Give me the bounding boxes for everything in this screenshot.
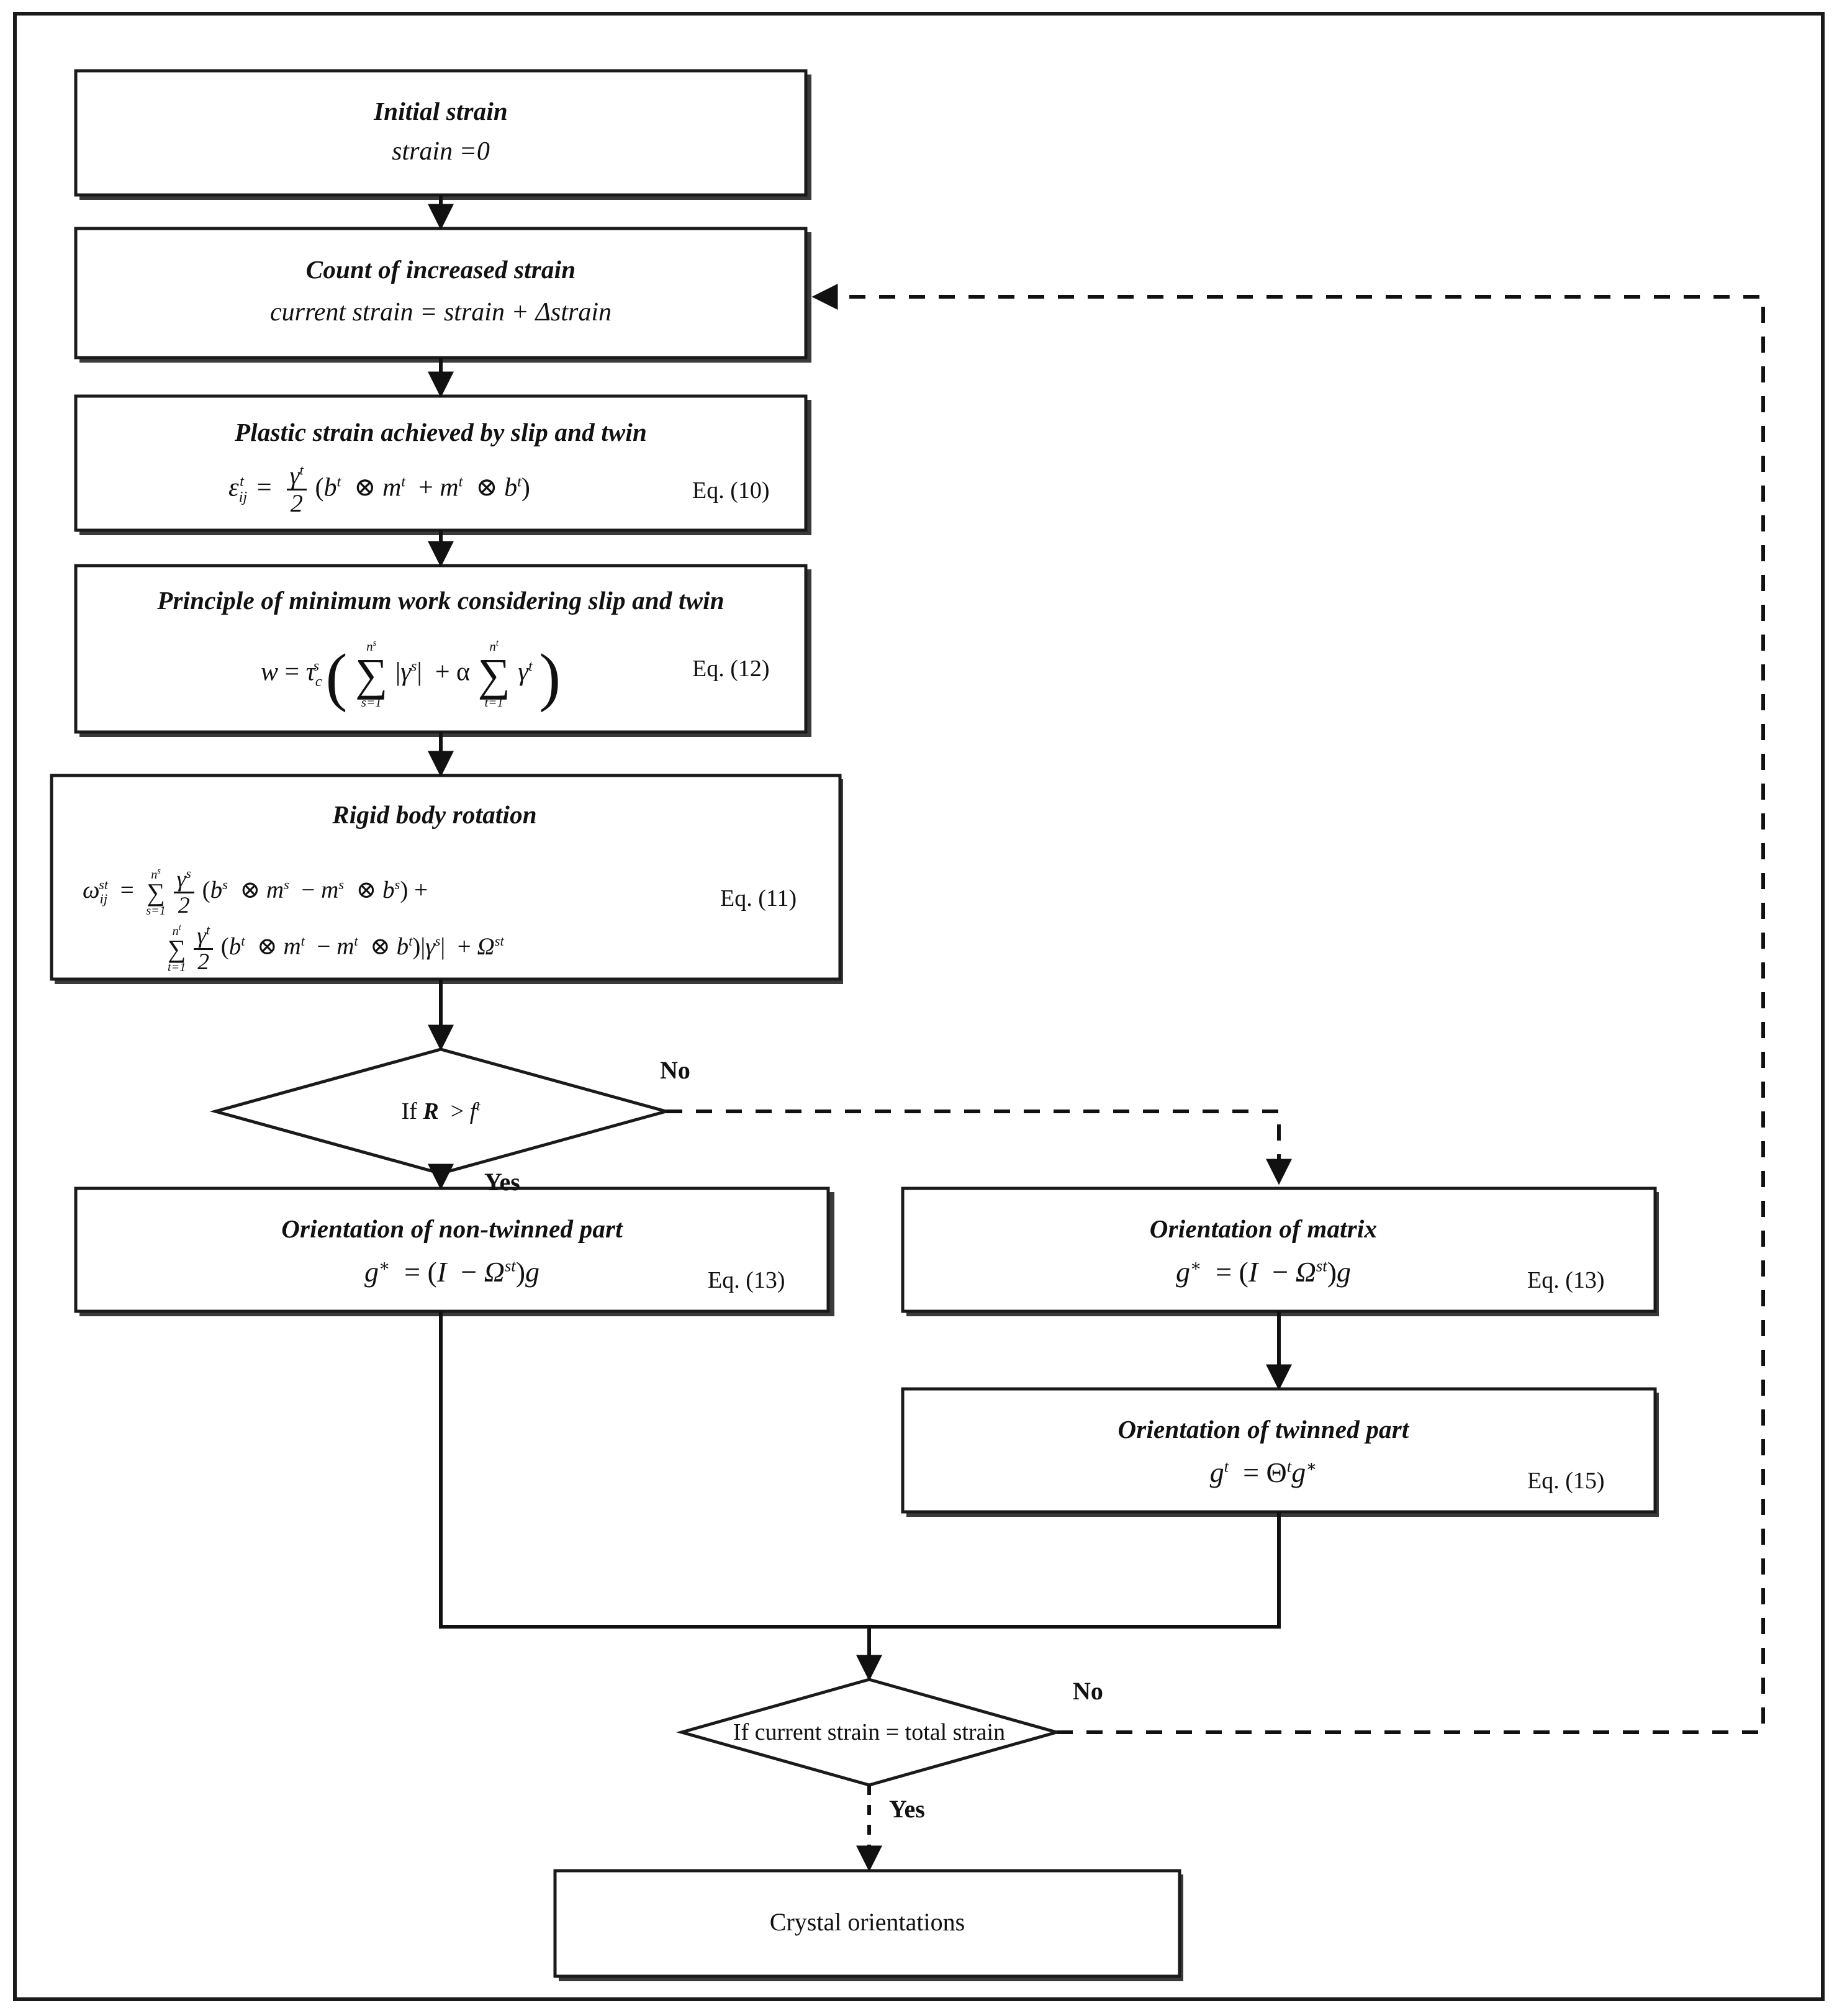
node-initial-strain[interactable]: [74, 69, 808, 197]
connector-decision2-no-feedback: [811, 284, 1765, 1734]
decision-strain-complete-yes-label: Yes: [889, 1795, 925, 1823]
minimum-work-formula: w = τcs ( ns∑s=1 |γs| + α nt∑t=1 γt ): [261, 638, 561, 713]
orientation-twinned-title: Orientation of twinned part: [1117, 1415, 1409, 1444]
minimum-work-eq-ref: Eq. (12): [692, 656, 770, 682]
orientation-non-twinned-formula: g∗ = (I − Ωst)g: [364, 1256, 540, 1288]
decision-twin-fraction-no-label: No: [660, 1056, 690, 1084]
rigid-body-rotation-title: Rigid body rotation: [332, 800, 537, 829]
node-orientation-matrix[interactable]: [901, 1187, 1657, 1313]
decision-twin-fraction-yes-label: Yes: [484, 1168, 520, 1196]
plastic-strain-eq-ref: Eq. (10): [692, 477, 770, 504]
page-border: [13, 12, 1825, 2001]
orientation-twinned-formula: gt = Θtg∗: [1209, 1457, 1317, 1488]
orientation-matrix-title: Orientation of matrix: [1149, 1214, 1378, 1243]
minimum-work-title: Principle of minimum work considering sl…: [157, 586, 725, 615]
initial-strain-value: strain =0: [392, 137, 490, 166]
count-increased-strain-formula: current strain = strain + Δstrain: [270, 298, 612, 327]
decision-twin-fraction-condition: If R > ft: [401, 1098, 481, 1124]
node-orientation-non-twinned[interactable]: [74, 1187, 830, 1313]
decision-strain-complete-condition: If current strain = total strain: [733, 1719, 1006, 1745]
orientation-twinned-eq-ref: Eq. (15): [1527, 1468, 1605, 1494]
count-increased-strain-title: Count of increased strain: [305, 255, 576, 284]
node-orientation-twinned[interactable]: [901, 1387, 1657, 1514]
node-count-increased-strain[interactable]: [74, 227, 808, 359]
orientation-non-twinned-eq-ref: Eq. (13): [708, 1267, 785, 1293]
plastic-strain-title: Plastic strain achieved by slip and twin: [234, 418, 648, 446]
crystal-orientations-title: Crystal orientations: [769, 1908, 965, 1936]
orientation-matrix-eq-ref: Eq. (13): [1527, 1267, 1605, 1293]
initial-strain-title: Initial strain: [374, 97, 508, 125]
decision-strain-complete-no-label: No: [1073, 1677, 1103, 1705]
node-rigid-body-rotation[interactable]: [50, 774, 842, 981]
orientation-matrix-formula: g∗ = (I − Ωst)g: [1175, 1256, 1352, 1288]
orientation-non-twinned-title: Orientation of non-twinned part: [281, 1214, 623, 1243]
connector-merge-to-decision2: [439, 1311, 1281, 1629]
rigid-body-rotation-eq-ref: Eq. (11): [720, 885, 797, 911]
connector-decision1-no: [666, 1110, 1292, 1185]
